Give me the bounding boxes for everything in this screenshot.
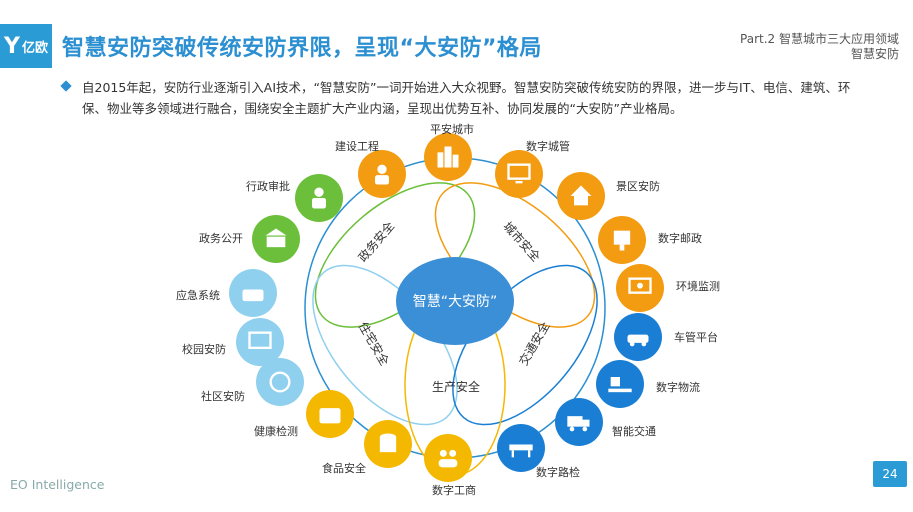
label-road-check: 数字路检	[536, 466, 580, 479]
official-icon	[312, 187, 326, 209]
cars-icon	[627, 334, 649, 347]
intro-paragraph: 自2015年起，安防行业逐渐引入AI技术，“智慧安防”一词开始进入大众视野。智慧…	[60, 77, 862, 119]
label-food: 食品安全	[322, 462, 366, 475]
node-environment	[616, 264, 664, 312]
label-scenic: 景区安防	[616, 180, 660, 193]
node-logistics	[596, 360, 644, 408]
node-food	[364, 420, 412, 468]
worker-icon	[375, 164, 389, 185]
node-traffic	[555, 398, 603, 446]
label-safe-city: 平安城市	[430, 123, 474, 136]
node-campus	[236, 318, 284, 366]
node-commerce	[424, 434, 472, 482]
label-approval: 行政审批	[246, 180, 290, 193]
node-construction	[358, 150, 406, 198]
node-road-check	[497, 424, 545, 472]
label-commerce: 数字工商	[432, 484, 476, 497]
page-number: 24	[873, 461, 907, 487]
label-health: 健康检测	[254, 425, 298, 438]
truck-icon	[567, 416, 590, 432]
node-postal	[598, 216, 646, 264]
node-safe-city	[424, 133, 472, 181]
logo-text: 亿欧	[21, 40, 48, 56]
node-gov-open	[252, 215, 300, 263]
label-postal: 数字邮政	[658, 232, 702, 245]
city-buildings-icon	[437, 146, 459, 168]
label-community: 社区安防	[201, 390, 245, 403]
node-vehicle	[614, 313, 662, 361]
mailbox-icon	[613, 230, 631, 251]
blackboard-icon	[248, 331, 272, 349]
medical-kit-icon	[319, 408, 341, 424]
label-construction: 建设工程	[335, 140, 379, 153]
food-can-icon	[379, 433, 397, 453]
page-title: 智慧安防突破传统安防界限，呈现“大安防”格局	[62, 36, 542, 61]
logo-y-icon: Y	[4, 33, 20, 59]
node-community	[256, 358, 304, 406]
scenic-icon	[570, 185, 592, 206]
label-emergency: 应急系统	[176, 289, 220, 302]
label-gov-open: 政务公开	[199, 232, 243, 245]
monitor-icon	[507, 163, 531, 184]
conveyor-icon	[608, 377, 632, 393]
road-barrier-icon	[509, 444, 533, 458]
environment-monitor-icon	[628, 277, 652, 294]
label-campus: 校园安防	[182, 343, 226, 356]
node-emergency	[229, 269, 277, 317]
node-scenic	[557, 172, 605, 220]
center-bubble: 智慧“大安防”	[396, 257, 514, 345]
intro-text: 自2015年起，安防行业逐渐引入AI技术，“智慧安防”一词开始进入大众视野。智慧…	[82, 80, 851, 116]
label-vehicle: 车管平台	[674, 331, 718, 344]
people-icon	[438, 449, 458, 468]
section-info: Part.2 智慧城市三大应用领域 智慧安防	[740, 32, 899, 62]
label-traffic: 智能交通	[612, 425, 656, 438]
emergency-icon	[242, 289, 264, 302]
petal-production: 生产安全	[432, 380, 481, 394]
node-approval	[295, 174, 343, 222]
logo: Y 亿欧	[0, 24, 52, 68]
node-digital-city	[495, 150, 543, 198]
footer-brand: EO Intelligence	[10, 477, 105, 492]
section-name: 智慧安防	[850, 47, 899, 61]
label-logistics: 数字物流	[656, 381, 700, 394]
node-health	[306, 390, 354, 438]
community-icon	[269, 371, 291, 393]
label-environment: 环境监测	[676, 280, 720, 293]
label-digital-city: 数字城管	[526, 140, 570, 153]
government-building-icon	[265, 228, 287, 248]
section-part: Part.2 智慧城市三大应用领域	[740, 32, 899, 46]
